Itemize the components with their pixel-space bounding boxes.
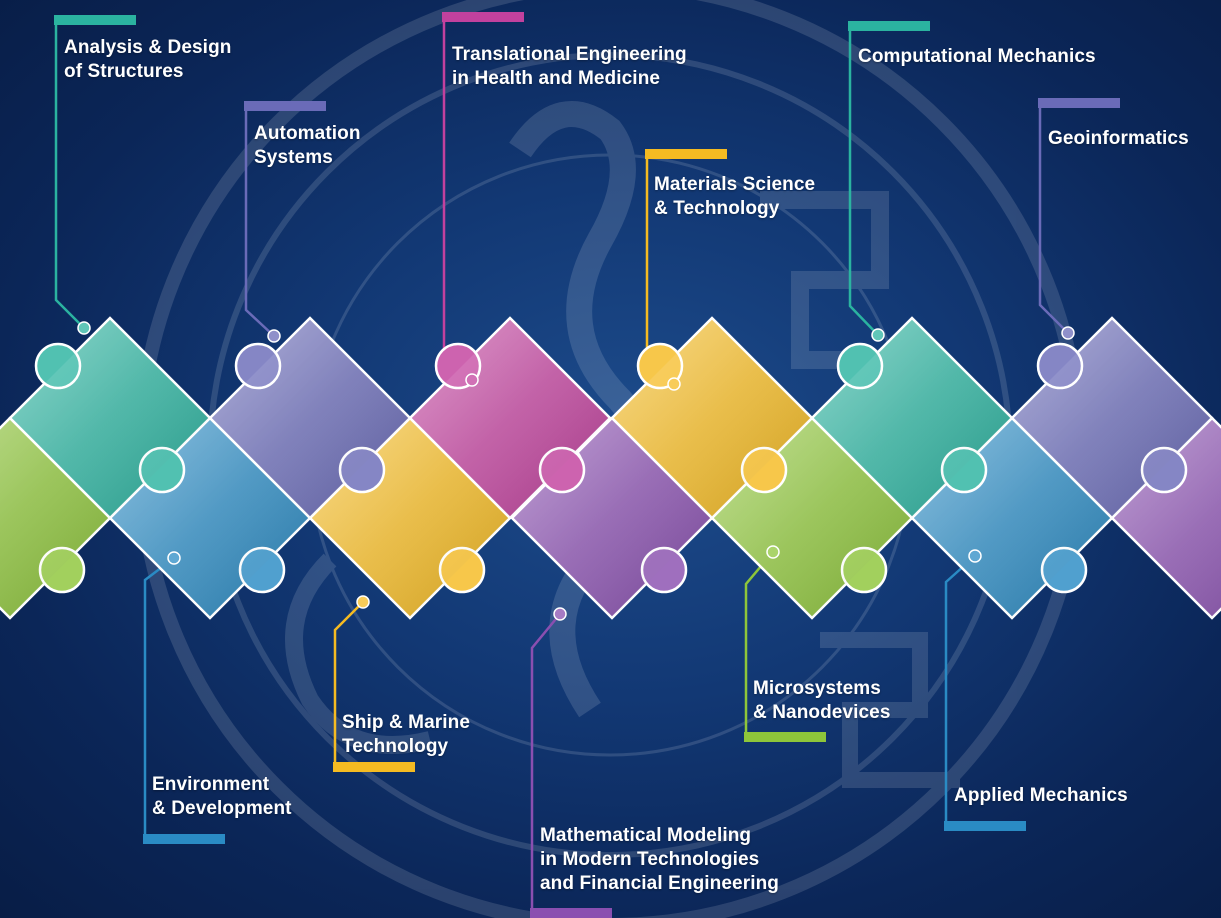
label-geoinformatics: Geoinformatics (1048, 128, 1189, 149)
connector-lines (54, 12, 1120, 918)
piece-top-4 (810, 316, 1014, 520)
conn-computational-bar (848, 21, 930, 31)
piece-bottom-6-gloss (1112, 418, 1221, 618)
conn-math-bar (530, 908, 612, 918)
conn-translational-bar (442, 12, 524, 22)
piece-top-4-gloss (812, 318, 1012, 518)
piece-top-2-gloss (410, 318, 610, 518)
label-materials-science-technology: Materials Science& Technology (654, 174, 816, 219)
conn-computational-line (848, 24, 879, 336)
conn-materials-bar (645, 149, 727, 159)
conn-micro-dot (766, 545, 780, 559)
conn-automation-dot (267, 329, 281, 343)
piece-top-2 (408, 316, 612, 520)
conn-environment-dot (167, 551, 181, 565)
conn-automation-line (244, 104, 275, 337)
piece-top-1-gloss (210, 318, 410, 518)
piece-bottom-0-gloss (0, 418, 110, 618)
piece-top-5-gloss (1012, 318, 1212, 518)
piece-top-3-gloss (612, 318, 812, 518)
label-applied-mechanics: Applied Mechanics (954, 785, 1128, 806)
piece-top-3 (610, 316, 814, 520)
conn-automation-bar (244, 101, 326, 111)
piece-top-0-gloss (10, 318, 210, 518)
conn-translational-dot (465, 373, 479, 387)
conn-analysis-bar (54, 15, 136, 25)
conn-micro-bar (744, 732, 826, 742)
conn-math-dot (553, 607, 567, 621)
piece-top-0 (8, 316, 212, 520)
conn-analysis-dot (77, 321, 91, 335)
conn-geoinformatics-dot (1061, 326, 1075, 340)
conn-applied-dot (968, 549, 982, 563)
piece-top-5 (1010, 316, 1214, 520)
conn-ship-bar (333, 762, 415, 772)
connector-dots (77, 321, 1075, 621)
label-environment-development: Environment& Development (152, 774, 292, 819)
conn-environment-bar (143, 834, 225, 844)
conn-computational-dot (871, 328, 885, 342)
label-computational-mechanics: Computational Mechanics (858, 46, 1096, 67)
puzzle-pieces (0, 316, 1221, 620)
label-microsystems-nanodevices: Microsystems& Nanodevices (753, 678, 891, 723)
conn-ship-dot (356, 595, 370, 609)
conn-geoinformatics-bar (1038, 98, 1120, 108)
conn-math-line (530, 613, 561, 918)
conn-materials-dot (667, 377, 681, 391)
conn-geoinformatics-line (1038, 103, 1069, 334)
conn-ship-line (333, 601, 364, 770)
conn-analysis-line (54, 18, 85, 329)
piece-top-1 (208, 316, 412, 520)
conn-applied-bar (944, 821, 1026, 831)
